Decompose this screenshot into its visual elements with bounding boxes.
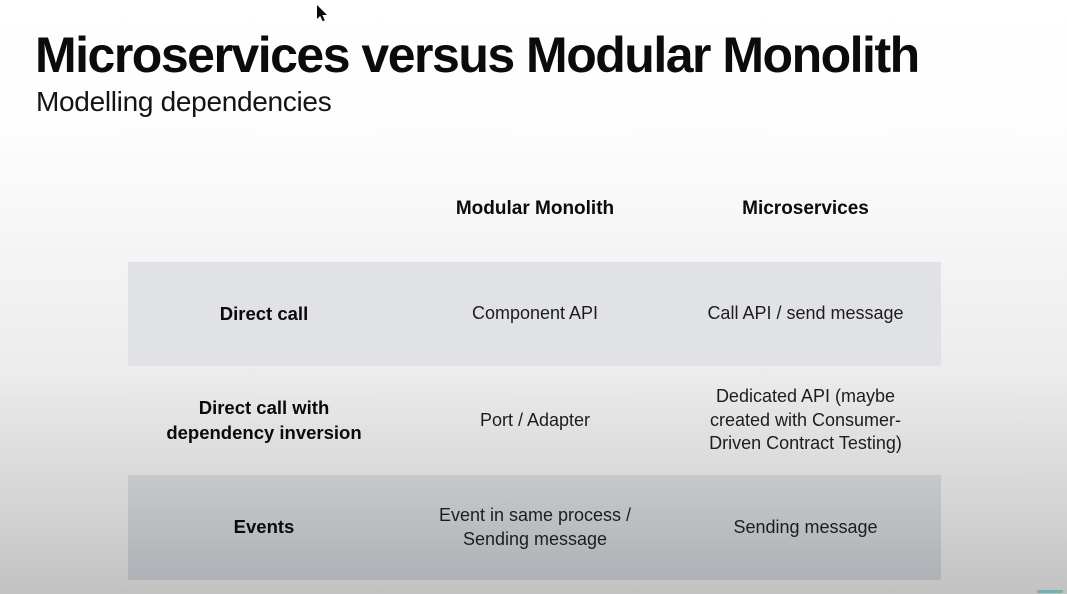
cell-direct-call-modular: Component API (471, 303, 599, 324)
cell-events-microservices: Sending message (733, 516, 878, 537)
table-row-direct-call: Direct call Component API Call API / sen… (128, 262, 941, 366)
cell-direct-call-microservices: Call API / send message (707, 303, 904, 324)
comparison-table: Modular Monolith Microservices Direct ca… (128, 195, 941, 580)
header-modular-monolith: Modular Monolith (455, 198, 615, 219)
cell-events-modular: Event in same process / Sending message (438, 504, 632, 549)
watermark-fragment (1037, 590, 1063, 593)
header-microservices: Microservices (742, 198, 869, 219)
page-title: Microservices versus Modular Monolith (35, 27, 920, 83)
table-row-dependency-inversion: Direct call with dependency inversion Po… (128, 366, 941, 475)
header-cell-empty (128, 195, 400, 262)
mouse-cursor-icon (317, 5, 327, 22)
row-label-dependency-inversion: Direct call with dependency inversion (166, 397, 362, 443)
page-subtitle: Modelling dependencies (36, 86, 332, 117)
table-row-events: Events Event in same process / Sending m… (128, 475, 941, 580)
row-label-events: Events (233, 516, 295, 538)
table-header-row: Modular Monolith Microservices (128, 195, 941, 262)
row-label-direct-call: Direct call (219, 302, 309, 324)
cell-dependency-inversion-microservices: Dedicated API (maybe created with Consum… (709, 385, 902, 454)
cell-dependency-inversion-modular: Port / Adapter (479, 409, 591, 430)
